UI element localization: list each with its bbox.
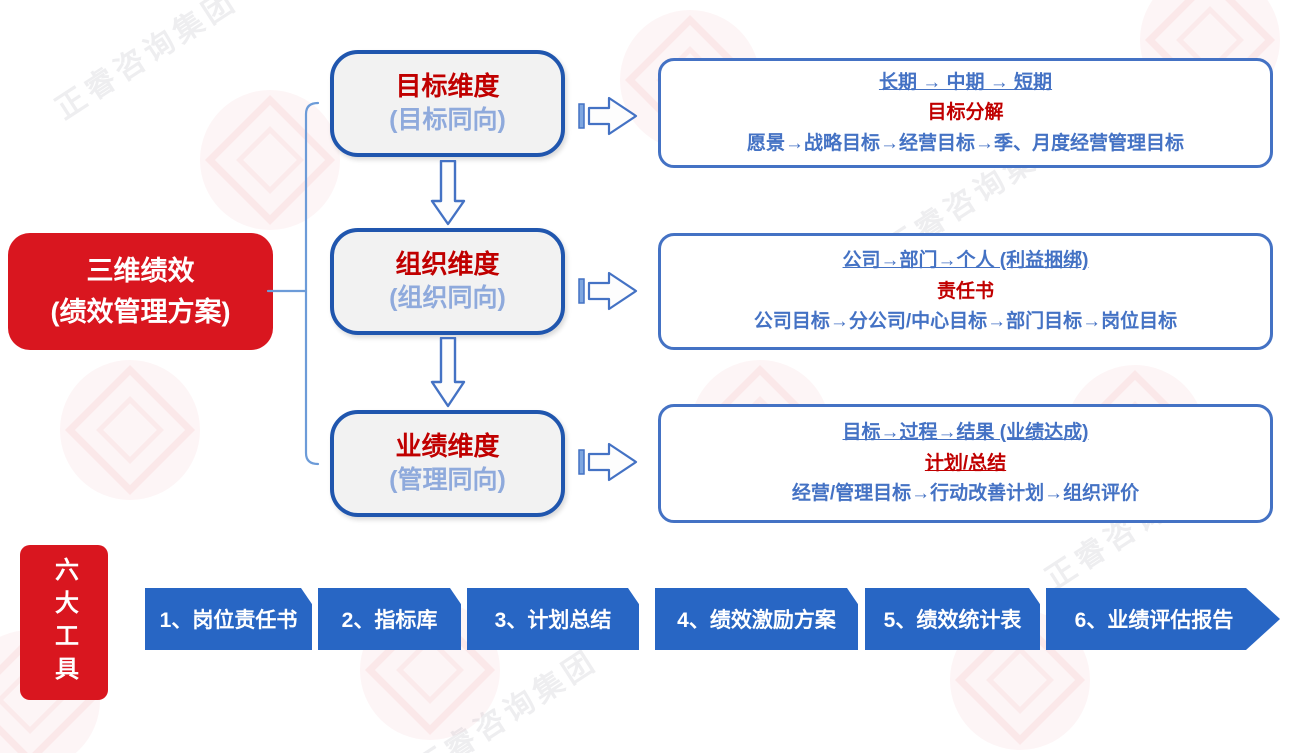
- tool-item-label: 6、业绩评估报告: [1074, 609, 1234, 632]
- dimension-title: 业绩维度: [395, 431, 500, 462]
- dimension-box-goal: 目标维度 (目标同向): [330, 50, 565, 157]
- tool-item-5: 5、绩效统计表: [865, 588, 1040, 650]
- right-arrow-icon: [578, 271, 638, 311]
- tool-item-3: 3、计划总结: [467, 588, 639, 650]
- root-title: 三维绩效: [86, 256, 195, 286]
- dimension-title: 目标维度: [395, 71, 500, 102]
- tool-item-4: 4、绩效激励方案: [655, 588, 858, 650]
- tools-label: 六大工具: [50, 556, 78, 689]
- root-subtitle: (绩效管理方案): [50, 296, 231, 327]
- tool-item-1: 1、岗位责任书: [145, 588, 312, 650]
- tools-label-box: 六大工具: [20, 545, 108, 700]
- down-arrow-icon: [430, 160, 466, 226]
- right-arrow-icon: [578, 442, 638, 482]
- watermark-text: 正睿咨询集团: [409, 643, 604, 753]
- bracket-connector: [266, 101, 320, 466]
- detail-line-keyword: 责任书: [936, 280, 994, 302]
- dimension-subtitle: (目标同向): [389, 106, 506, 135]
- detail-line-stages: 长期 → 中期 → 短期: [878, 71, 1053, 93]
- down-arrow-icon: [430, 337, 466, 408]
- tool-item-label: 2、指标库: [341, 609, 438, 632]
- tool-item-2: 2、指标库: [318, 588, 461, 650]
- detail-line-flow: 公司目标→分公司/中心目标→部门目标→岗位目标: [753, 311, 1178, 333]
- detail-box-organization: 公司→部门→个人 (利益捆绑) 责任书 公司目标→分公司/中心目标→部门目标→岗…: [658, 233, 1273, 350]
- watermark-stamp-icon: [60, 360, 200, 500]
- detail-line-keyword: 目标分解: [927, 102, 1004, 124]
- detail-box-performance: 目标→过程→结果 (业绩达成) 计划/总结 经营/管理目标→行动改善计划→组织评…: [658, 404, 1273, 523]
- detail-line-stages: 目标→过程→结果 (业绩达成): [842, 422, 1089, 444]
- dimension-subtitle: (组织同向): [389, 284, 506, 313]
- tool-item-6: 6、业绩评估报告: [1046, 588, 1280, 650]
- detail-line-keyword: 计划/总结: [924, 452, 1007, 474]
- detail-line-flow: 经营/管理目标→行动改善计划→组织评价: [791, 483, 1140, 505]
- dimension-title: 组织维度: [395, 249, 500, 280]
- right-arrow-icon: [578, 96, 638, 136]
- dimension-subtitle: (管理同向): [389, 466, 506, 495]
- tool-item-label: 3、计划总结: [494, 609, 612, 632]
- watermark-text: 正睿咨询集团: [49, 0, 244, 126]
- tool-item-label: 4、绩效激励方案: [677, 609, 836, 632]
- tool-item-label: 5、绩效统计表: [883, 609, 1022, 632]
- detail-line-stages: 公司→部门→个人 (利益捆绑): [842, 250, 1089, 272]
- dimension-box-performance: 业绩维度 (管理同向): [330, 410, 565, 517]
- root-node: 三维绩效 (绩效管理方案): [8, 233, 273, 350]
- detail-box-goal: 长期 → 中期 → 短期 目标分解 愿景→战略目标→经营目标→季、月度经营管理目…: [658, 58, 1273, 168]
- detail-line-flow: 愿景→战略目标→经营目标→季、月度经营管理目标: [746, 132, 1184, 154]
- tool-item-label: 1、岗位责任书: [159, 609, 298, 632]
- dimension-box-organization: 组织维度 (组织同向): [330, 228, 565, 335]
